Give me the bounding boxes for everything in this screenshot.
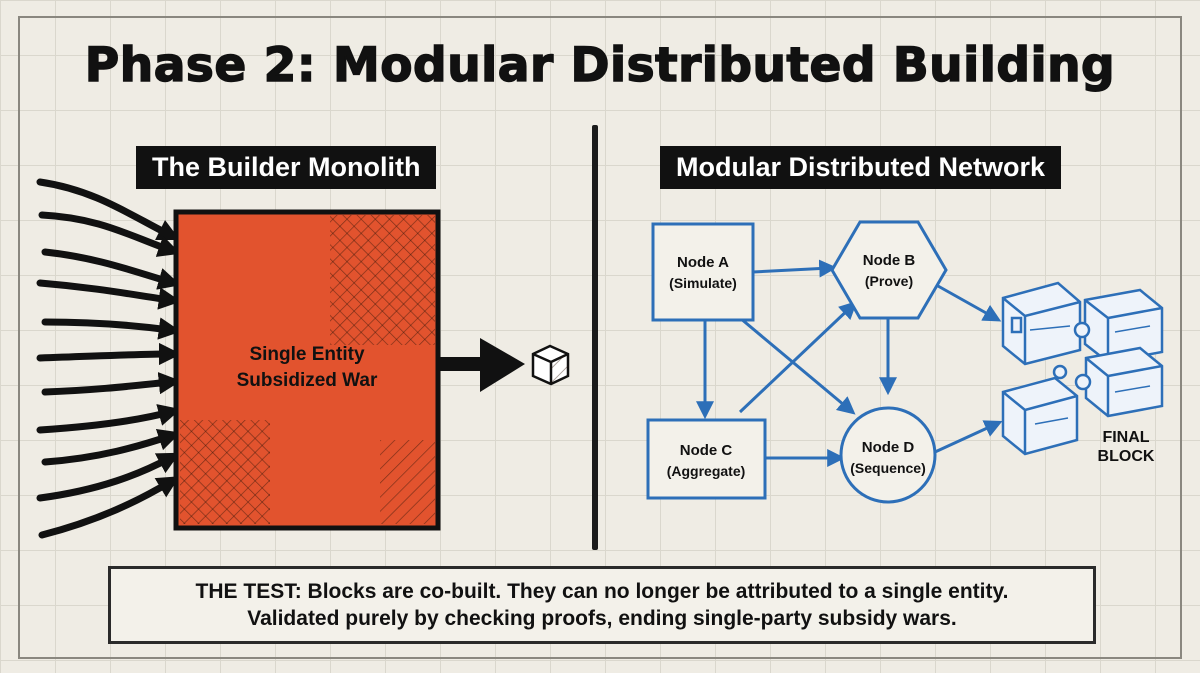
small-block-icon xyxy=(531,344,570,386)
network-arrows xyxy=(696,259,1003,467)
caption-line-2: Validated purely by checking proofs, end… xyxy=(247,607,957,630)
node-a-name: Node A xyxy=(677,254,729,271)
node-c-role: (Aggregate) xyxy=(667,463,746,479)
incoming-arrow xyxy=(36,404,181,434)
arrow-a-to-b xyxy=(752,259,838,278)
node-a-role: (Simulate) xyxy=(669,275,737,291)
incoming-arrows xyxy=(36,178,182,539)
incoming-arrow xyxy=(41,317,182,340)
node-a: Node A (Simulate) xyxy=(651,222,755,322)
builder-monolith-label: The Builder Monolith xyxy=(136,146,437,189)
incoming-arrow xyxy=(41,248,181,290)
incoming-arrow xyxy=(36,342,182,366)
incoming-arrow xyxy=(41,428,181,466)
final-label-line-2: BLOCK xyxy=(1098,448,1155,465)
arrow-c-to-b xyxy=(738,301,858,414)
final-block-icon xyxy=(1001,281,1164,456)
final-label-line-1: FINAL xyxy=(1102,429,1149,446)
node-c-name: Node C xyxy=(680,442,733,459)
output-arrow xyxy=(438,338,525,392)
page-title: Phase 2: Modular Distributed Building xyxy=(84,37,1116,94)
incoming-arrow xyxy=(36,178,181,241)
incoming-arrow xyxy=(36,452,180,502)
incoming-arrow xyxy=(38,211,181,257)
test-caption: THE TEST: Blocks are co-built. They can … xyxy=(108,566,1096,644)
arrow-a-to-d xyxy=(739,316,856,415)
monolith-line-1: Single Entity xyxy=(249,344,365,365)
node-d-name: Node D xyxy=(862,439,915,456)
incoming-arrow xyxy=(36,279,182,310)
modular-network-label: Modular Distributed Network xyxy=(660,146,1062,189)
node-b-name: Node B xyxy=(863,252,916,269)
node-d: Node D (Sequence) xyxy=(839,406,937,504)
incoming-arrow xyxy=(41,371,182,396)
builder-monolith: Single Entity Subsidized War xyxy=(173,209,441,531)
node-b-role: (Prove) xyxy=(865,273,913,289)
node-d-role: (Sequence) xyxy=(850,460,925,476)
sketch-frame xyxy=(18,16,1182,659)
caption-line-1: THE TEST: Blocks are co-built. They can … xyxy=(195,579,1009,603)
incoming-arrow xyxy=(38,476,180,539)
arrow-b-to-final xyxy=(937,284,1002,322)
node-b: Node B (Prove) xyxy=(830,220,948,320)
panel-divider xyxy=(592,125,598,550)
arrow-d-to-final xyxy=(934,420,1003,454)
monolith-line-2: Subsidized War xyxy=(237,370,378,391)
node-c: Node C (Aggregate) xyxy=(646,418,767,500)
